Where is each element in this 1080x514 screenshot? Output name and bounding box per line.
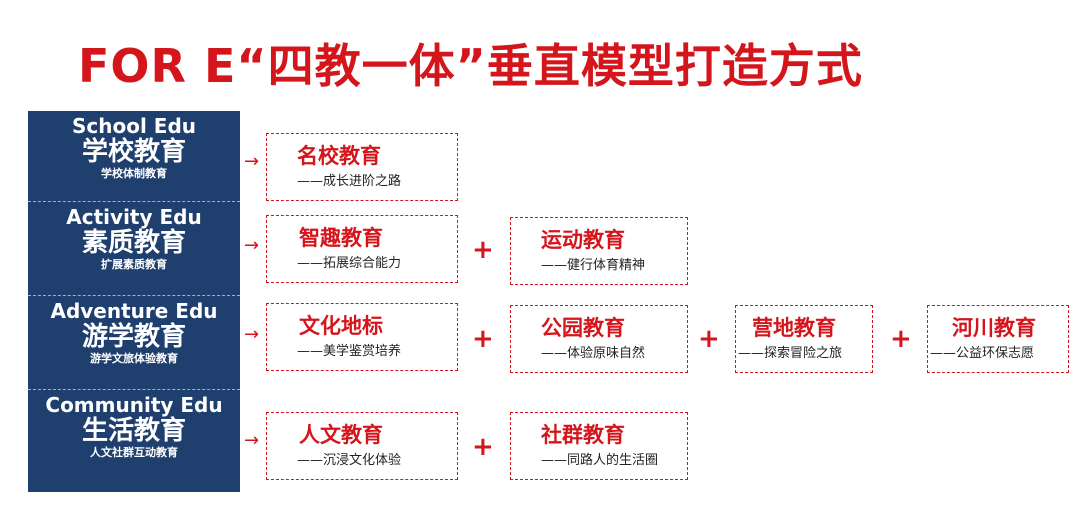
edu-box-subtitle: ——探索冒险之旅 <box>738 346 843 361</box>
category-adventure: Adventure Edu 游学教育 游学文旅体验教育 <box>28 295 240 389</box>
arrow-right-icon: → <box>244 324 260 345</box>
edu-box-subtitle: ——沉浸文化体验 <box>297 453 402 468</box>
category-zh-label: 素质教育 <box>81 228 186 258</box>
edu-box-landmark: 文化地标 ——美学鉴赏培养 <box>266 303 458 371</box>
arrow-right-icon: → <box>244 151 260 172</box>
edu-box-title: 社群教育 <box>541 423 625 447</box>
plus-icon: + <box>472 432 494 462</box>
arrow-right-icon: → <box>244 430 260 451</box>
edu-box-title: 营地教育 <box>752 316 836 340</box>
edu-box-title: 河川教育 <box>952 316 1036 340</box>
category-column: School Edu 学校教育 学校体制教育 Activity Edu 素质教育… <box>28 111 240 492</box>
page-title: FOR E“四教一体”垂直模型打造方式 <box>78 39 863 93</box>
edu-box-title: 公园教育 <box>541 316 625 340</box>
plus-icon: + <box>472 324 494 354</box>
plus-icon: + <box>472 235 494 265</box>
category-zh-label: 学校教育 <box>81 137 186 167</box>
edu-box-camp: 营地教育 ——探索冒险之旅 <box>735 305 873 373</box>
edu-box-school: 名校教育 ——成长进阶之路 <box>266 133 458 201</box>
plus-icon: + <box>890 324 912 354</box>
category-community: Community Edu 生活教育 人文社群互动教育 <box>28 389 240 492</box>
edu-box-title: 名校教育 <box>297 144 381 168</box>
edu-box-subtitle: ——体验原味自然 <box>541 346 646 361</box>
category-sub-label: 学校体制教育 <box>101 167 167 180</box>
category-activity: Activity Edu 素质教育 扩展素质教育 <box>28 201 240 295</box>
category-school: School Edu 学校教育 学校体制教育 <box>28 111 240 201</box>
arrow-right-icon: → <box>244 235 260 256</box>
edu-box-title: 文化地标 <box>299 314 383 338</box>
edu-box-community: 社群教育 ——同路人的生活圈 <box>510 412 688 480</box>
edu-box-title: 智趣教育 <box>299 226 383 250</box>
category-en-label: School Edu <box>71 114 196 138</box>
edu-box-humanities: 人文教育 ——沉浸文化体验 <box>266 412 458 480</box>
category-zh-label: 生活教育 <box>81 416 186 446</box>
plus-icon: + <box>698 324 720 354</box>
edu-box-park: 公园教育 ——体验原味自然 <box>510 305 688 373</box>
edu-box-subtitle: ——公益环保志愿 <box>930 346 1035 361</box>
category-sub-label: 扩展素质教育 <box>101 258 167 271</box>
edu-box-subtitle: ——成长进阶之路 <box>297 174 402 189</box>
edu-box-subtitle: ——美学鉴赏培养 <box>297 344 402 359</box>
edu-box-subtitle: ——同路人的生活圈 <box>541 453 659 468</box>
category-sub-label: 游学文旅体验教育 <box>90 352 178 365</box>
category-en-label: Activity Edu <box>66 205 202 229</box>
edu-box-river: 河川教育 ——公益环保志愿 <box>927 305 1069 373</box>
edu-box-subtitle: ——拓展综合能力 <box>297 256 402 271</box>
category-zh-label: 游学教育 <box>81 322 186 352</box>
edu-box-subtitle: ——健行体育精神 <box>541 258 646 273</box>
category-sub-label: 人文社群互动教育 <box>90 446 178 459</box>
edu-box-title: 运动教育 <box>541 228 625 252</box>
edu-box-sports: 运动教育 ——健行体育精神 <box>510 217 688 285</box>
category-en-label: Community Edu <box>45 393 223 417</box>
category-en-label: Adventure Edu <box>50 299 218 323</box>
edu-box-intellect: 智趣教育 ——拓展综合能力 <box>266 215 458 283</box>
edu-box-title: 人文教育 <box>299 423 383 447</box>
